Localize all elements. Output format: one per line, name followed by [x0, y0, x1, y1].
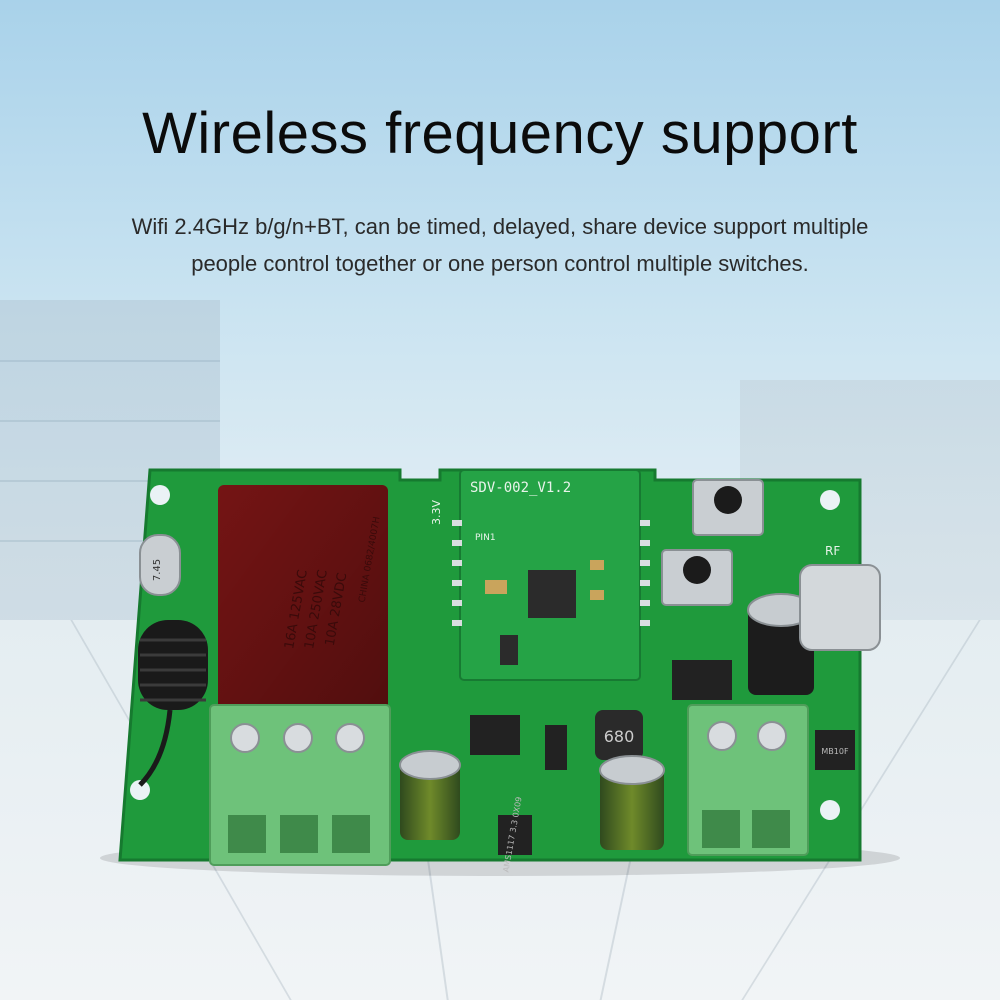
capacitor-left — [399, 750, 461, 840]
capacitor-middle — [599, 755, 665, 850]
headline: Wireless frequency support — [142, 101, 858, 166]
capacitor-right — [747, 593, 815, 695]
diode — [545, 725, 567, 770]
terminal-block-left — [209, 704, 391, 866]
relay: 16A 125VAC 10A 250VAC 10A 28VDC CHINA 06… — [218, 485, 388, 715]
antenna-coil — [138, 620, 208, 787]
wifi-module: SDV-002_V1.2 PIN1 — [459, 469, 641, 681]
relay-board-image: 7.45 16A 125VAC 10A 250VAC 10A 28VDC CHI… — [100, 468, 900, 876]
crystal-label: 7.45 — [152, 559, 163, 581]
module-label: SDV-002_V1.2 — [470, 480, 571, 496]
usb-c-port — [799, 564, 881, 651]
terminal-block-right — [687, 704, 809, 856]
mount-hole — [130, 780, 150, 800]
rf-label: RF — [825, 544, 840, 558]
bridge-rectifier — [815, 730, 855, 770]
mount-hole — [820, 800, 840, 820]
description: Wifi 2.4GHz b/g/n+BT, can be timed, dela… — [131, 214, 869, 276]
mount-hole — [150, 485, 170, 505]
push-button-top — [692, 479, 764, 536]
wifi-chip — [528, 570, 576, 618]
chip-label: MB10F — [821, 747, 849, 756]
inductor-label: 680 — [604, 727, 635, 746]
ic-chip — [470, 715, 520, 755]
module-pads — [452, 520, 650, 626]
push-button-bottom — [661, 549, 733, 606]
ic-chip-right — [672, 660, 732, 700]
regulator — [498, 815, 532, 855]
crystal — [139, 534, 181, 596]
inductor: 680 — [595, 710, 643, 760]
voltage-label: 3.3V — [430, 500, 443, 525]
pin-label: PIN1 — [475, 533, 496, 543]
mount-hole — [820, 490, 840, 510]
